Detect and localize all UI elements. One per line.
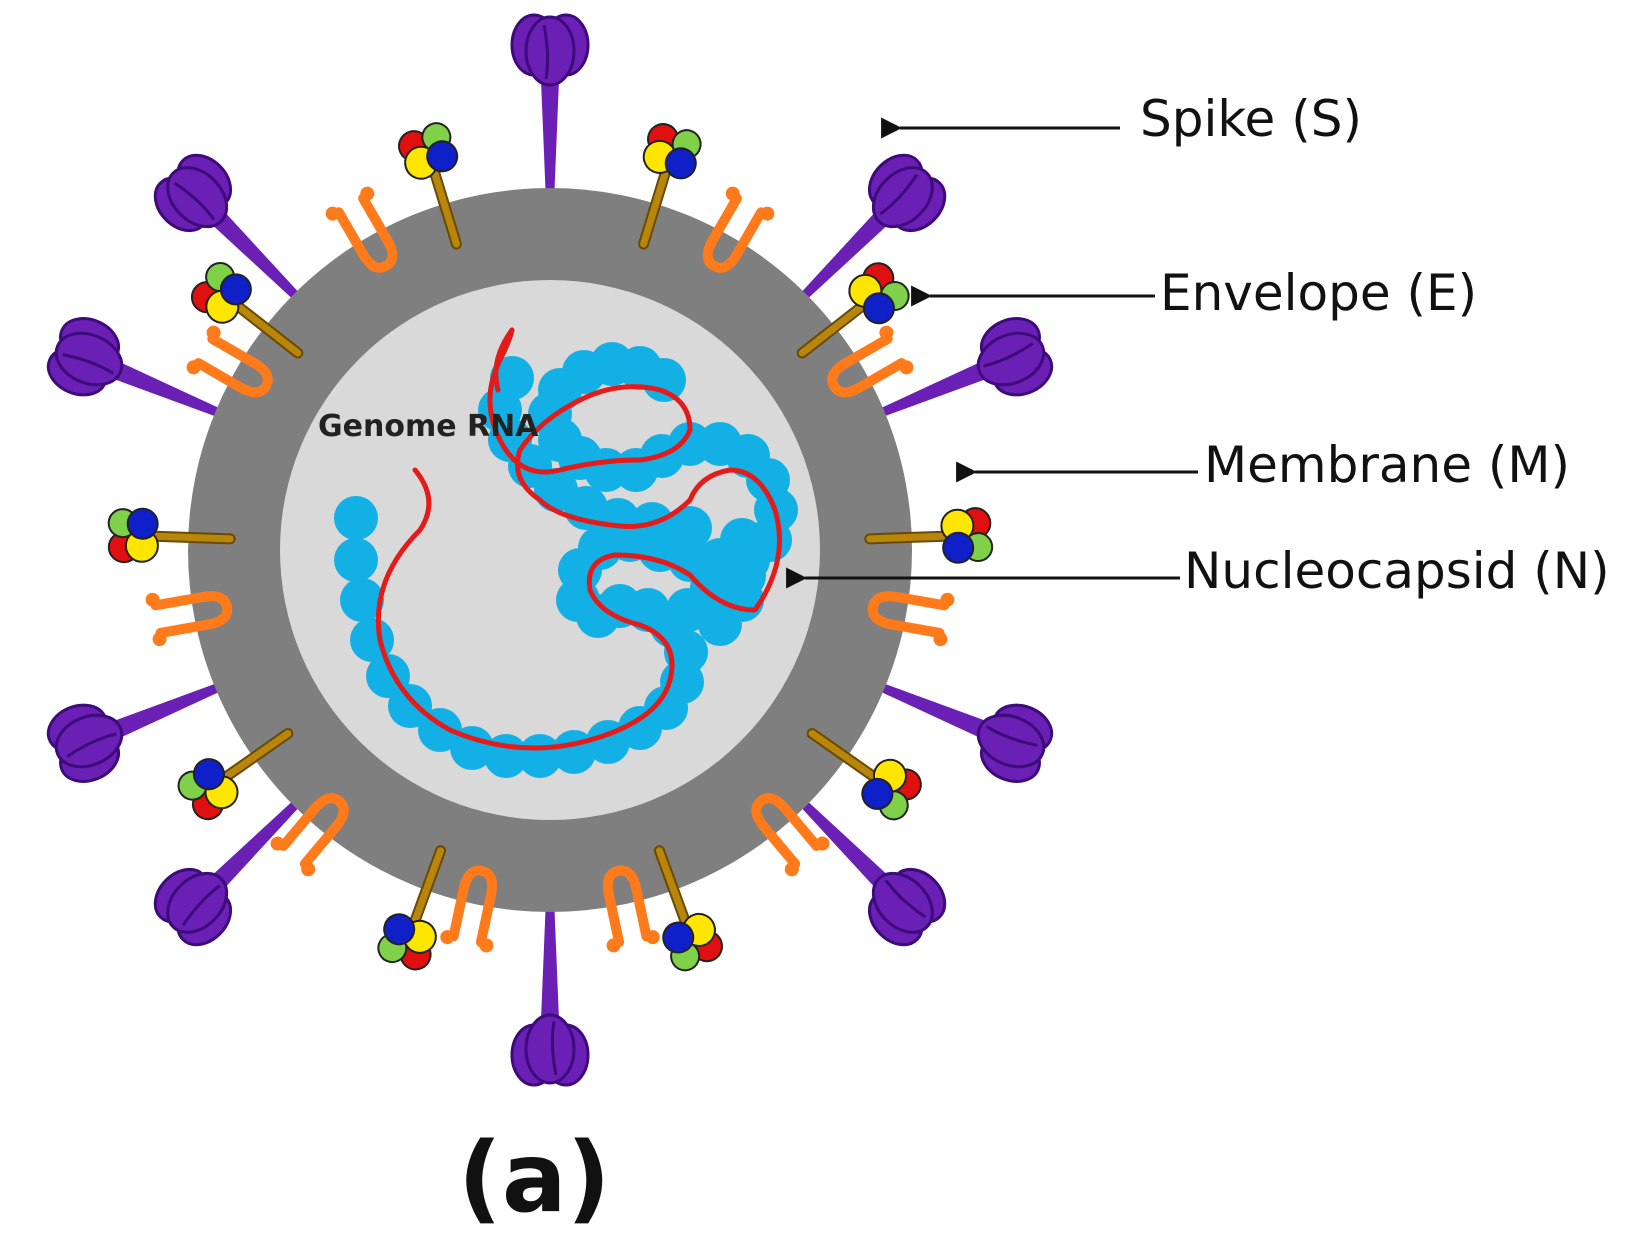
envelope-protein-icon: [806, 728, 922, 821]
nucleocapsid-bead: [666, 588, 710, 632]
envelope-protein-icon: [377, 845, 447, 971]
nucleocapsid-beads: [334, 342, 798, 778]
nucleocapsid-bead: [340, 578, 384, 622]
envelope-protein-icon: [190, 262, 304, 359]
nucleocapsid-bead: [388, 684, 432, 728]
membrane-protein-icon: [440, 865, 498, 953]
membrane-proteins: [145, 186, 955, 953]
genome-rna-label: Genome RNA: [318, 409, 539, 444]
membrane-protein-icon: [270, 793, 349, 877]
nucleocapsid-bead: [720, 518, 764, 562]
envelope-proteins: [107, 122, 994, 972]
membrane-protein-icon: [867, 591, 955, 647]
envelope-protein-icon: [864, 507, 994, 564]
envelope-label: Envelope (E): [1160, 264, 1478, 322]
envelope-protein-icon: [397, 122, 462, 250]
envelope-protein-icon: [638, 123, 702, 250]
envelope-protein-icon: [796, 262, 910, 359]
membrane-protein-icon: [602, 865, 660, 953]
nucleocapsid-bead: [334, 538, 378, 582]
membrane-label: Membrane (M): [1204, 436, 1571, 494]
spike-label: Spike (S): [1140, 90, 1362, 148]
spike-protein-icon: [46, 317, 320, 455]
nucleocapsid-bead: [334, 496, 378, 540]
membrane-protein-icon: [325, 186, 398, 273]
envelope-protein-icon: [177, 728, 294, 821]
nucleocapsid-label: Nucleocapsid (N): [1184, 542, 1610, 600]
membrane-protein-icon: [145, 591, 233, 647]
nucleocapsid-bead: [668, 506, 712, 550]
envelope-protein-icon: [653, 845, 723, 972]
nucleocapsid-bead: [596, 498, 640, 542]
membrane-protein-icon: [751, 793, 830, 877]
nucleocapsid-bead: [642, 358, 686, 402]
nucleocapsid-bead: [722, 554, 766, 598]
figure-caption: (a): [458, 1122, 611, 1234]
spike-protein-icon: [510, 800, 590, 1087]
spike-protein-icon: [510, 13, 590, 300]
envelope-protein-icon: [107, 507, 236, 564]
membrane-protein-icon: [827, 325, 914, 398]
membrane-protein-icon: [702, 186, 775, 273]
genome-rna-strand: [375, 327, 782, 751]
membrane-protein-icon: [186, 325, 273, 398]
